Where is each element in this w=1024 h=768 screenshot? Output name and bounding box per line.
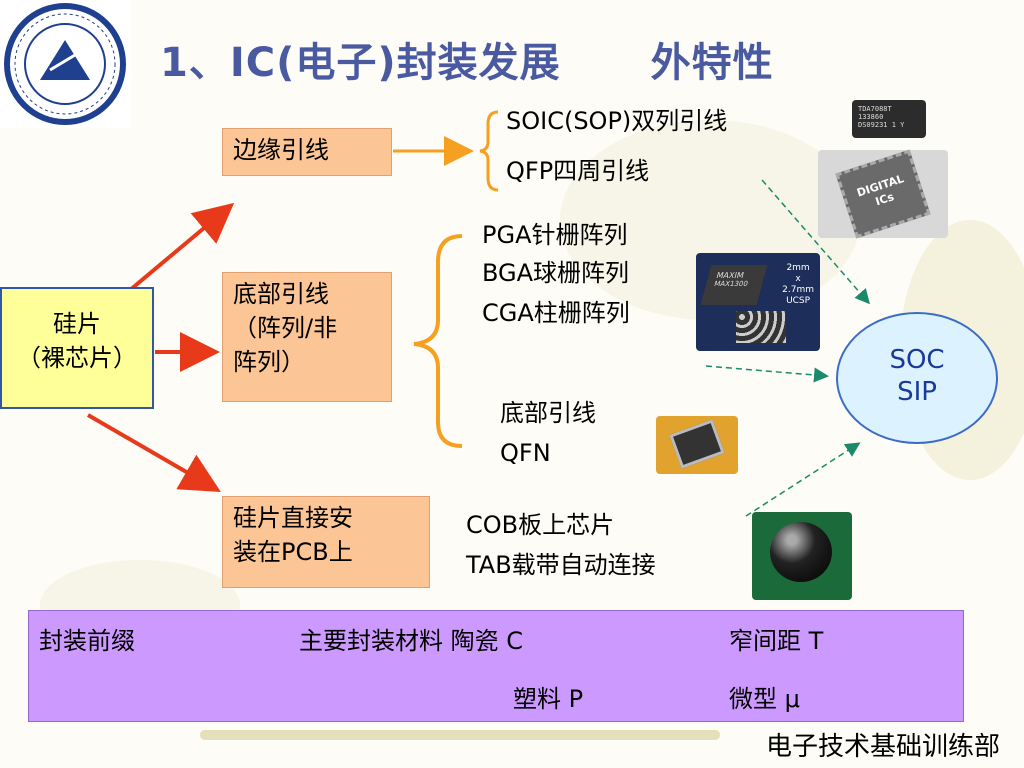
cob-box: 硅片直接安 装在PCB上 [222, 496, 430, 588]
bga-chip-image: MAXIM MAX1300 2mm x 2.7mm UCSP [696, 253, 820, 351]
dashed-cob-to-target [745, 442, 861, 517]
title-main: 1、IC(电子)封装发展 [160, 40, 561, 86]
dashed-array-to-target [705, 365, 829, 383]
decorative-vine [200, 730, 720, 740]
bga-brand: MAXIM [715, 271, 745, 280]
title-sub: 外特性 [650, 40, 774, 86]
logo-seal-icon [4, 3, 126, 125]
array-item-bga: BGA球栅阵列 [482, 259, 630, 287]
qfp-chip-image: DIGITAL ICs [818, 149, 948, 239]
table-r2c3: 微型 μ [729, 685, 800, 713]
footer-department: 电子技术基础训练部 [765, 732, 1000, 762]
table-r1c2: 主要封装材料 陶瓷 C [299, 627, 524, 655]
package-prefix-table: 封装前缀 主要封装材料 陶瓷 C 窄间距 T 塑料 P 微型 μ [28, 610, 964, 722]
bare-die-line1: 硅片 [53, 310, 101, 338]
bare-die-line2: （裸芯片） [17, 344, 137, 372]
bare-die-box: 硅片 （裸芯片） [0, 287, 154, 409]
soic-chip-image: TDA7088T 133860 DS09231 1 Y [852, 100, 926, 138]
table-r2c2: 塑料 P [513, 685, 584, 713]
arrow-to-cob [86, 413, 221, 493]
qfn-item-label: 底部引线 [500, 399, 596, 427]
edge-lead-label: 边缘引线 [233, 136, 329, 164]
soic-chip-marking: TDA7088T 133860 DS09231 1 Y [858, 105, 905, 129]
arrow-to-edge [128, 202, 235, 292]
bga-dim1: 2mm [786, 263, 810, 273]
bga-type: UCSP [786, 296, 811, 306]
cob-line2: 装在PCB上 [233, 538, 353, 566]
bga-part: MAX1300 [713, 280, 749, 288]
brace-bottom [413, 234, 463, 448]
qfn-item-name: QFN [500, 439, 551, 467]
cob-chip-image [752, 512, 852, 600]
edge-item-soic: SOIC(SOP)双列引线 [506, 107, 728, 135]
bottom-lead-line3: 阵列） [233, 348, 305, 376]
array-item-pga: PGA针栅阵列 [482, 221, 628, 249]
bga-dim2: x [795, 274, 801, 284]
array-item-cga: CGA柱栅阵列 [482, 299, 630, 327]
edge-item-qfp: QFP四周引线 [506, 157, 650, 185]
table-r1c3: 窄间距 T [729, 627, 824, 655]
target-line2: SIP [897, 377, 937, 407]
cob-line1: 硅片直接安 [233, 504, 353, 532]
target-line1: SOC [889, 345, 945, 375]
qfn-chip-image [656, 416, 738, 474]
slide-title: 1、IC(电子)封装发展 外特性 [160, 30, 774, 88]
brace-edge [479, 110, 499, 192]
edge-lead-box: 边缘引线 [222, 128, 392, 176]
soc-sip-target: SOC SIP [836, 312, 998, 444]
cob-item-cob: COB板上芯片 [466, 511, 615, 539]
bottom-lead-box: 底部引线 （阵列/非 阵列） [222, 272, 392, 402]
bottom-lead-line2: （阵列/非 [233, 314, 338, 342]
dashed-qfp-to-target [761, 179, 870, 305]
bga-dim3: 2.7mm [782, 285, 814, 295]
engineering-training-center-logo [0, 0, 130, 128]
cob-item-tab: TAB载带自动连接 [466, 551, 656, 579]
bottom-lead-line1: 底部引线 [233, 280, 329, 308]
qfp-chip-marking: DIGITAL ICs [855, 172, 906, 209]
table-r1c1: 封装前缀 [39, 627, 135, 655]
